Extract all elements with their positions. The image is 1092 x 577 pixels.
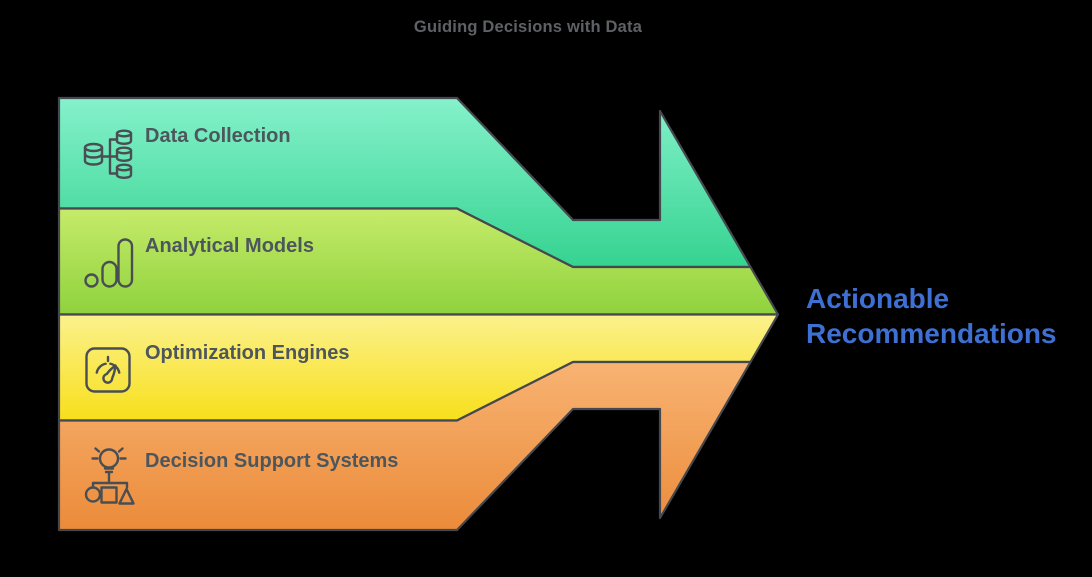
gauge-icon (85, 347, 131, 393)
stage-label-optimization-engines: Optimization Engines (145, 342, 350, 364)
stage-label-decision-support-systems: Decision Support Systems (145, 450, 399, 472)
diagram-title: Guiding Decisions with Data (413, 18, 643, 36)
stage-label-analytical-models: Analytical Models (145, 235, 314, 257)
bar-chart-icon (84, 238, 134, 288)
decision-tree-idea-icon (84, 447, 135, 505)
outcome-label: Actionable Recommendations (806, 283, 1057, 349)
stage-band-decision-support-systems (57, 360, 752, 532)
stage-label-data-collection: Data Collection (145, 125, 291, 147)
database-cluster-icon (83, 129, 133, 179)
